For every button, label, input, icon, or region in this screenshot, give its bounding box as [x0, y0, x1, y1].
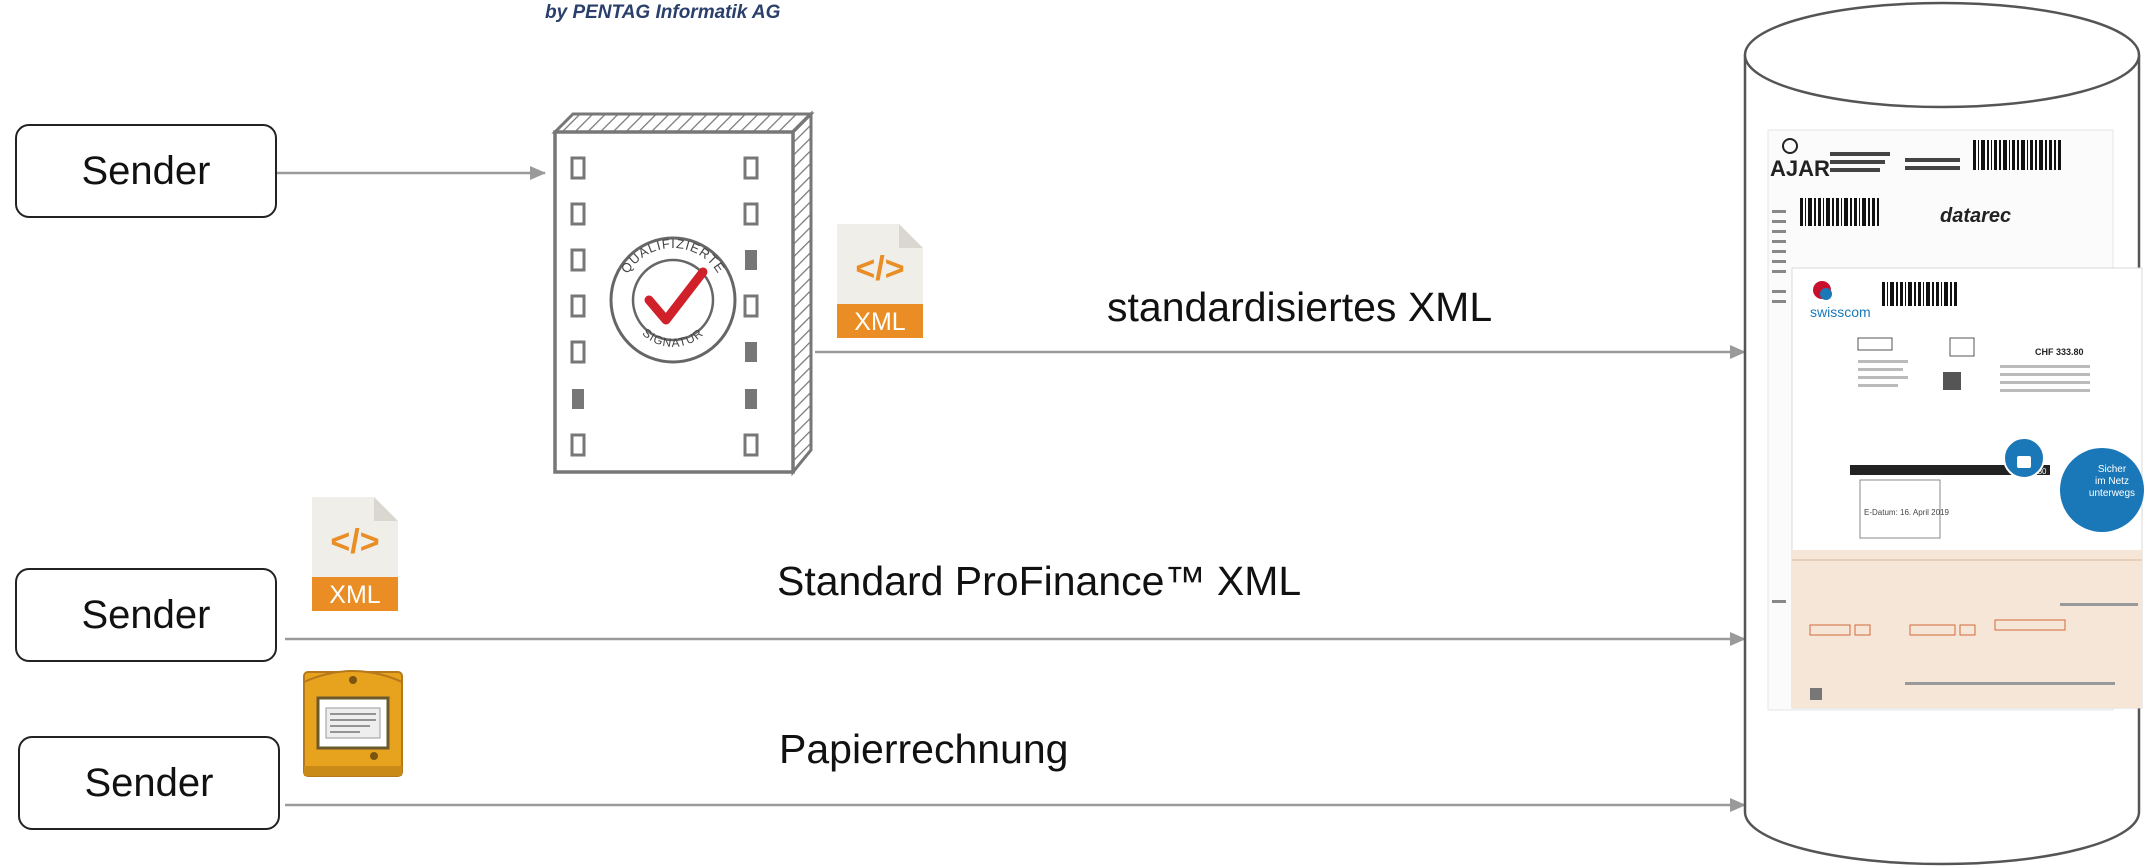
label-paper-invoice: Papierrechnung	[779, 726, 1069, 772]
sender-box-3: Sender	[18, 736, 280, 830]
badge-line-1: Sicher	[2098, 464, 2127, 475]
xml-file-label: XML	[329, 581, 381, 609]
swisscom-logo-text: swisscom	[1810, 304, 1871, 320]
xml-file-icon: </> XML	[312, 497, 398, 611]
sender-box-1: Sender	[15, 124, 277, 218]
security-badge	[2060, 448, 2144, 532]
ajar-logo-text: AJAR	[1770, 156, 1830, 181]
badge-line-2: im Netz	[2095, 476, 2129, 487]
svg-text:</>: </>	[855, 250, 904, 288]
amount-header-text: CHF 333.80	[2035, 347, 2084, 357]
brand-tagline: by PENTAG Informatik AG	[545, 2, 781, 23]
mailbox-icon	[303, 670, 403, 777]
badge-line-3: unterwegs	[2089, 488, 2135, 499]
date-stamp-text: E-Datum: 16. April 2019	[1864, 508, 1949, 517]
label-standardized-xml: standardisiertes XML	[1107, 284, 1493, 330]
svg-text:</>: </>	[330, 523, 379, 561]
sender-box-2: Sender	[15, 568, 277, 662]
barcode-graphic	[1800, 140, 2061, 226]
label-profinance-xml: Standard ProFinance™ XML	[777, 558, 1302, 604]
document-archive-cylinder: AJAR datarec swisscom CHF 333.80 333.80	[1743, 1, 2144, 866]
signature-building-icon: QUALIFIZIERTE SIGNATUR	[551, 110, 815, 477]
xml-file-icon: </> XML	[837, 224, 923, 338]
datarec-logo-text: datarec	[1940, 205, 2011, 227]
xml-file-label: XML	[854, 308, 906, 336]
swisscom-invoice-document: swisscom CHF 333.80 333.80 E-Datum: 16. …	[1791, 267, 2144, 709]
